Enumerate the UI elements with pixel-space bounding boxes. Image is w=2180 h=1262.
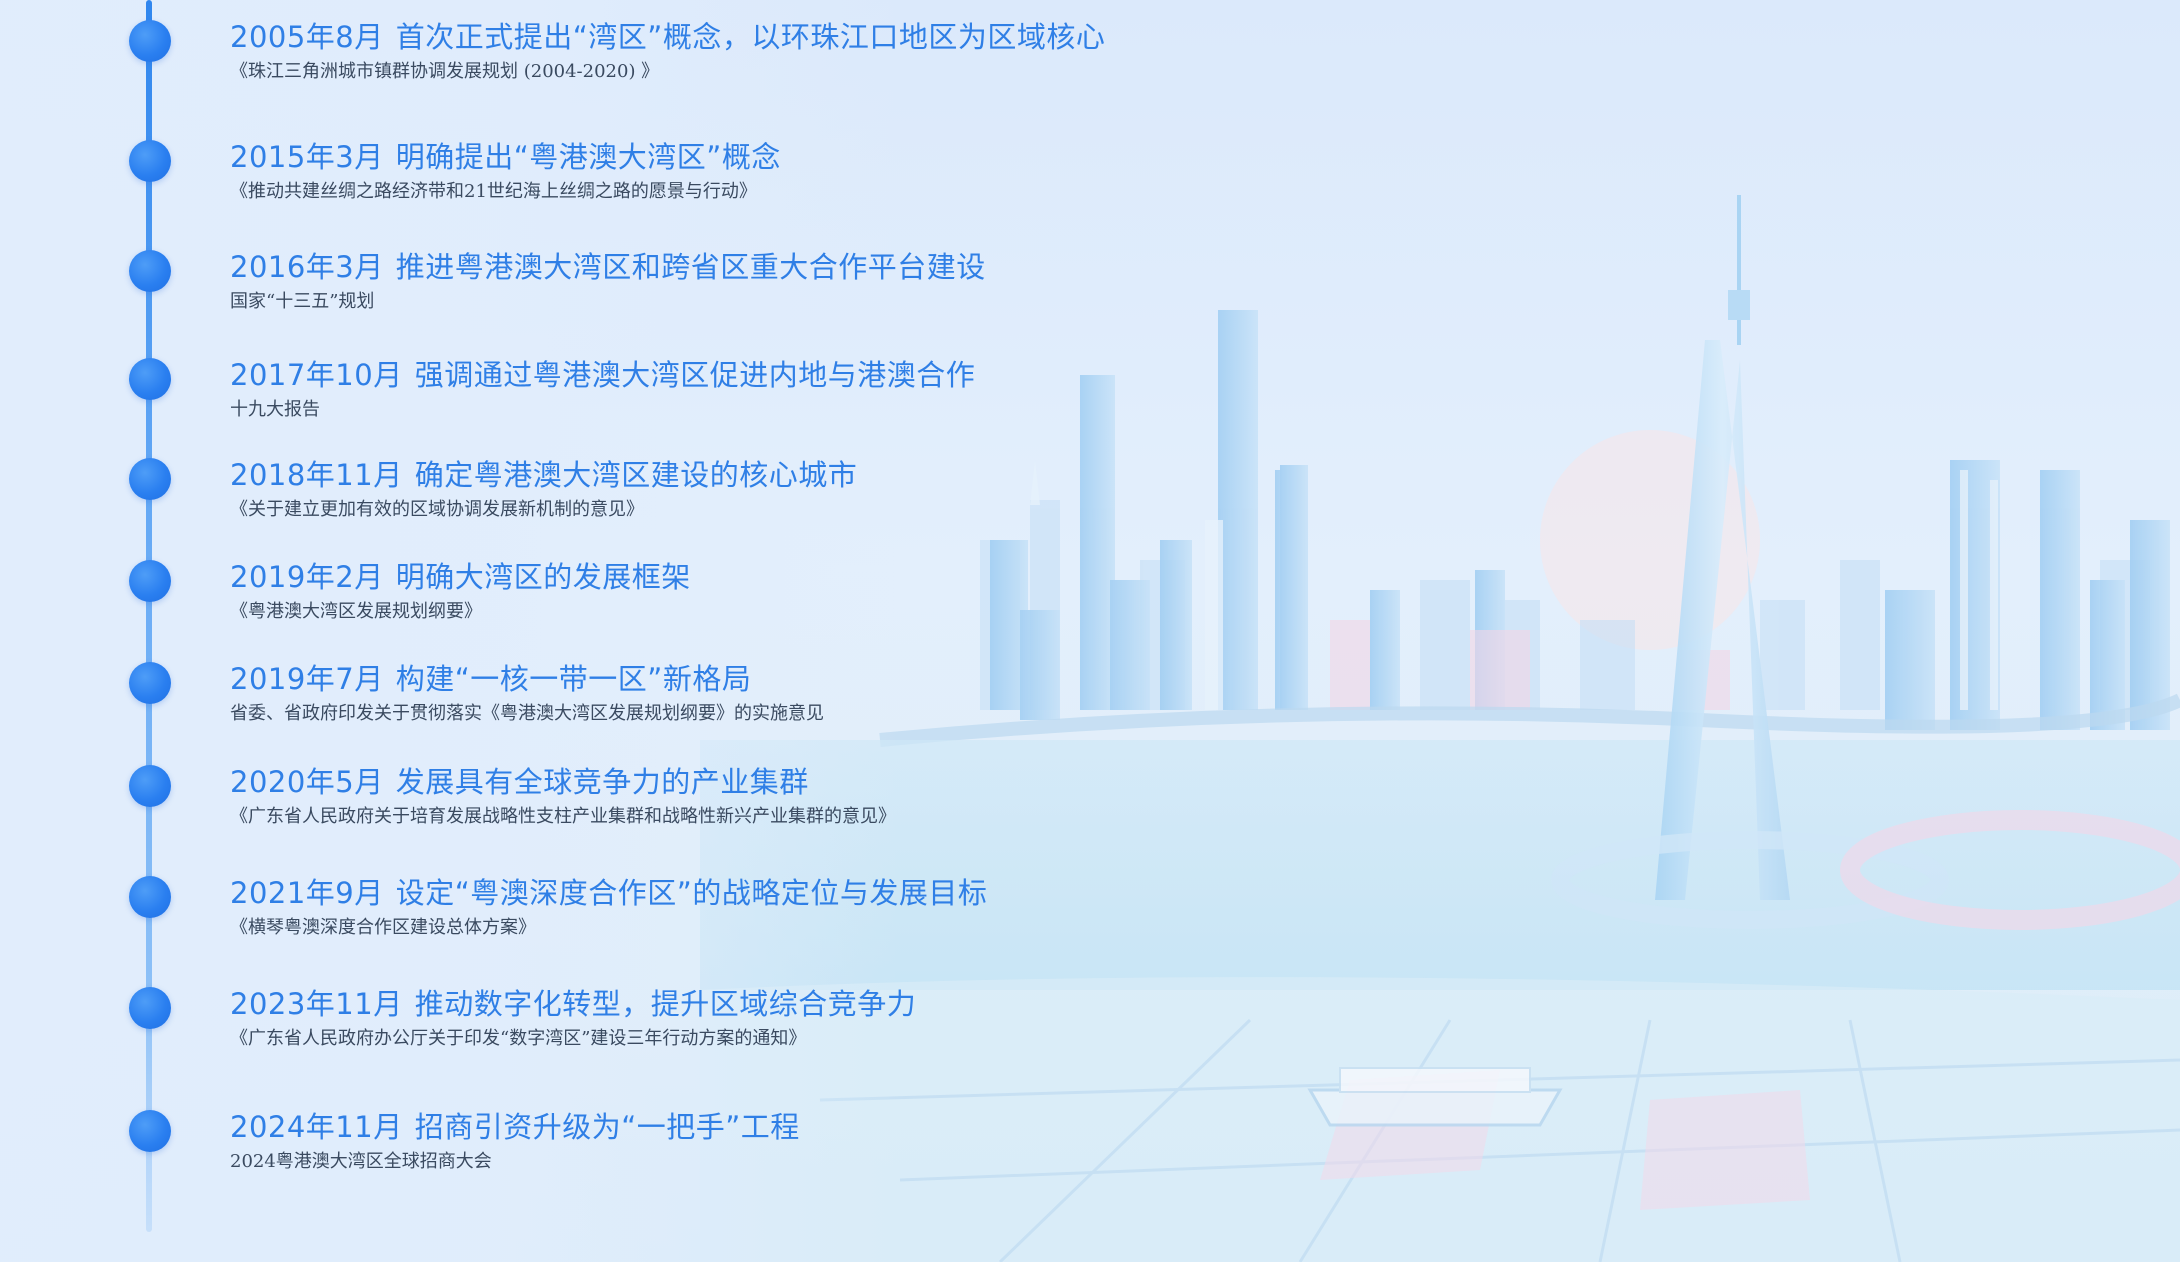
event-title: 2019年7月构建“一核一带一区”新格局: [230, 656, 751, 698]
timeline-event: 2020年5月发展具有全球竞争力的产业集群 《广东省人民政府关于培育发展战略性支…: [0, 745, 1300, 827]
event-headline: 推动数字化转型，提升区域综合竞争力: [414, 987, 917, 1021]
timeline-event: 2019年7月构建“一核一带一区”新格局 省委、省政府印发关于贯彻落实《粤港澳大…: [0, 642, 1300, 724]
event-headline: 设定“粤澳深度合作区”的战略定位与发展目标: [395, 876, 988, 910]
event-source: 省委、省政府印发关于贯彻落实《粤港澳大湾区发展规划纲要》的实施意见: [230, 703, 824, 724]
event-date: 2005年8月: [230, 20, 384, 54]
event-headline: 推进粤港澳大湾区和跨省区重大合作平台建设: [395, 250, 986, 284]
timeline-event: 2019年2月明确大湾区的发展框架 《粤港澳大湾区发展规划纲要》: [0, 540, 1300, 622]
timeline-event: 2023年11月推动数字化转型，提升区域综合竞争力 《广东省人民政府办公厅关于印…: [0, 967, 1300, 1049]
event-source: 2024粤港澳大湾区全球招商大会: [230, 1151, 492, 1172]
dot-icon: [129, 765, 171, 807]
event-title: 2019年2月明确大湾区的发展框架: [230, 554, 691, 596]
event-date: 2018年11月: [230, 458, 403, 492]
event-headline: 招商引资升级为“一把手”工程: [414, 1110, 800, 1144]
timeline-line: [146, 0, 152, 1232]
dot-icon: [129, 560, 171, 602]
event-headline: 强调通过粤港澳大湾区促进内地与港澳合作: [414, 358, 976, 392]
dot-icon: [129, 662, 171, 704]
event-source: 《横琴粤澳深度合作区建设总体方案》: [230, 917, 536, 938]
event-date: 2017年10月: [230, 358, 403, 392]
event-title: 2021年9月设定“粤澳深度合作区”的战略定位与发展目标: [230, 870, 987, 912]
event-date: 2015年3月: [230, 140, 384, 174]
event-title: 2024年11月招商引资升级为“一把手”工程: [230, 1104, 800, 1146]
event-title: 2016年3月推进粤港澳大湾区和跨省区重大合作平台建设: [230, 244, 986, 286]
event-title: 2018年11月确定粤港澳大湾区建设的核心城市: [230, 452, 857, 494]
event-date: 2024年11月: [230, 1110, 403, 1144]
event-title: 2015年3月明确提出“粤港澳大湾区”概念: [230, 134, 781, 176]
dot-icon: [129, 250, 171, 292]
event-date: 2019年2月: [230, 560, 384, 594]
event-source: 《珠江三角洲城市镇群协调发展规划 (2004-2020) 》: [230, 61, 660, 82]
dot-icon: [129, 458, 171, 500]
dot-icon: [129, 1110, 171, 1152]
event-source: 十九大报告: [230, 399, 320, 420]
timeline-event: 2016年3月推进粤港澳大湾区和跨省区重大合作平台建设 国家“十三五”规划: [0, 230, 1300, 312]
event-source: 《推动共建丝绸之路经济带和21世纪海上丝绸之路的愿景与行动》: [230, 181, 757, 202]
dot-icon: [129, 358, 171, 400]
event-headline: 确定粤港澳大湾区建设的核心城市: [414, 458, 858, 492]
event-title: 2017年10月强调通过粤港澳大湾区促进内地与港澳合作: [230, 352, 975, 394]
event-headline: 发展具有全球竞争力的产业集群: [395, 765, 809, 799]
timeline-event: 2024年11月招商引资升级为“一把手”工程 2024粤港澳大湾区全球招商大会: [0, 1090, 1300, 1172]
event-date: 2020年5月: [230, 765, 384, 799]
event-date: 2016年3月: [230, 250, 384, 284]
event-source: 《关于建立更加有效的区域协调发展新机制的意见》: [230, 499, 644, 520]
event-headline: 明确大湾区的发展框架: [395, 560, 691, 594]
timeline-event: 2005年8月首次正式提出“湾区”概念，以环珠江口地区为区域核心 《珠江三角洲城…: [0, 0, 1300, 82]
event-headline: 首次正式提出“湾区”概念，以环珠江口地区为区域核心: [395, 20, 1106, 54]
event-date: 2021年9月: [230, 876, 384, 910]
dot-icon: [129, 987, 171, 1029]
event-headline: 明确提出“粤港澳大湾区”概念: [395, 140, 781, 174]
timeline-event: 2021年9月设定“粤澳深度合作区”的战略定位与发展目标 《横琴粤澳深度合作区建…: [0, 856, 1300, 938]
timeline-event: 2017年10月强调通过粤港澳大湾区促进内地与港澳合作 十九大报告: [0, 338, 1300, 420]
event-headline: 构建“一核一带一区”新格局: [395, 662, 752, 696]
event-title: 2020年5月发展具有全球竞争力的产业集群: [230, 759, 809, 801]
event-date: 2023年11月: [230, 987, 403, 1021]
timeline-event: 2018年11月确定粤港澳大湾区建设的核心城市 《关于建立更加有效的区域协调发展…: [0, 438, 1300, 520]
dot-icon: [129, 20, 171, 62]
event-source: 《广东省人民政府办公厅关于印发“数字湾区”建设三年行动方案的通知》: [230, 1028, 807, 1049]
dot-icon: [129, 140, 171, 182]
event-source: 《广东省人民政府关于培育发展战略性支柱产业集群和战略性新兴产业集群的意见》: [230, 806, 896, 827]
timeline-event: 2015年3月明确提出“粤港澳大湾区”概念 《推动共建丝绸之路经济带和21世纪海…: [0, 120, 1300, 202]
dot-icon: [129, 876, 171, 918]
event-source: 国家“十三五”规划: [230, 291, 375, 312]
event-date: 2019年7月: [230, 662, 384, 696]
event-title: 2005年8月首次正式提出“湾区”概念，以环珠江口地区为区域核心: [230, 14, 1105, 56]
event-source: 《粤港澳大湾区发展规划纲要》: [230, 601, 482, 622]
event-title: 2023年11月推动数字化转型，提升区域综合竞争力: [230, 981, 916, 1023]
